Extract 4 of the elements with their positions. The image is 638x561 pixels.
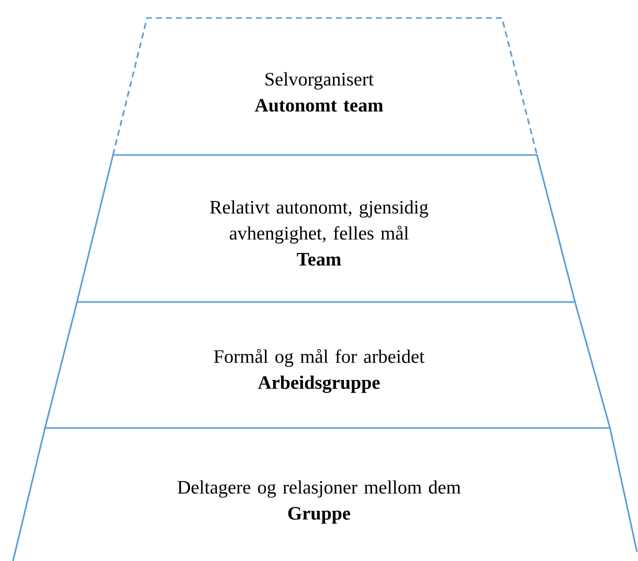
pyramid-band: Deltagere og relasjoner mellom dem Gruppe (12, 427, 638, 561)
pyramid-band: Relativt autonomt, gjensidig avhengighet, felles mål Team (76, 154, 576, 302)
pyramid-band: Formål og mål for arbeidet Arbeidsgruppe (44, 301, 611, 428)
pyramid-band: Selvorganisert Autonomt team (112, 17, 538, 156)
